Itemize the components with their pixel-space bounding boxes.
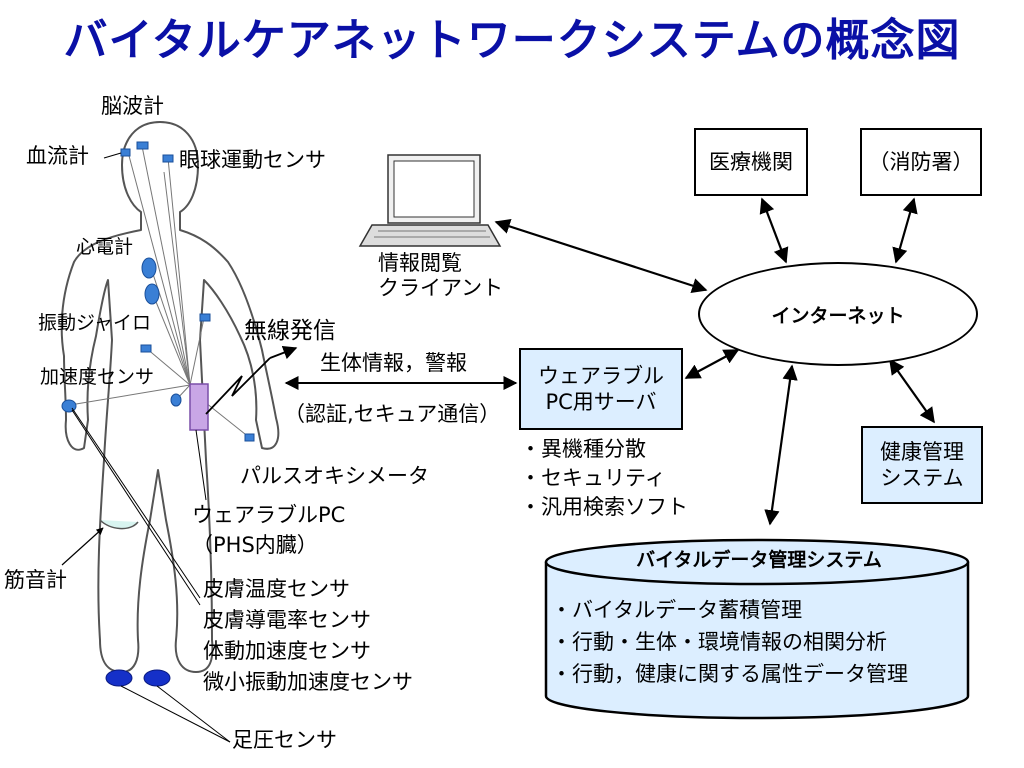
skin-sensors-list: 皮膚温度センサ 皮膚導電率センサ 体動加速度センサ 微小振動加速度センサ xyxy=(203,574,413,698)
wireless-bolt xyxy=(205,357,271,415)
vital-info-label: 生体情報，警報 xyxy=(320,351,467,375)
eeg-sensor xyxy=(136,141,149,150)
health-label-line2: システム xyxy=(880,466,964,490)
vibration-gyro-sensor xyxy=(140,344,152,353)
server-label-line1: ウェアラブル xyxy=(538,363,664,388)
micro-vibration-accel-label: 微小振動加速度センサ xyxy=(203,670,413,694)
ecg-label: 心電計 xyxy=(76,236,134,258)
feature-heterogeneous: ・異機種分散 xyxy=(520,437,646,461)
ecg-sensor-1 xyxy=(141,257,157,279)
muscle-sound-band xyxy=(99,519,139,530)
blood-flow-sensor xyxy=(120,148,131,157)
client-label-line2: クライアント xyxy=(378,276,504,301)
fire-station-label: （消防署） xyxy=(868,149,974,174)
blood-flow-label: 血流計 xyxy=(26,144,89,168)
arm-sensor xyxy=(199,313,211,322)
mmg-arrow xyxy=(61,527,104,566)
medical-institution-label: 医療機関 xyxy=(709,149,793,174)
laptop-icon xyxy=(358,154,502,247)
vibration-gyro-label: 振動ジャイロ xyxy=(38,312,152,334)
feature-security: ・セキュリティ xyxy=(520,466,666,490)
server-features-list: ・異機種分散 ・セキュリティ ・汎用検索ソフト xyxy=(520,435,688,522)
sensor-wires xyxy=(69,145,251,439)
auth-label: （認証,セキュア通信） xyxy=(284,402,501,426)
leader-lines xyxy=(71,152,231,743)
wearable-pc-device xyxy=(189,383,209,431)
wireless-label: 無線発信 xyxy=(244,318,336,344)
wearable-server-box: ウェアラブル PC用サーバ xyxy=(519,348,683,430)
eye-movement-sensor xyxy=(162,154,174,163)
internet-label: インターネット xyxy=(771,304,905,327)
database-cylinder xyxy=(544,538,970,720)
foot-pressure-label: 足圧センサ xyxy=(232,728,337,752)
feature-search-software: ・汎用検索ソフト xyxy=(520,495,688,519)
skin-conductance-label: 皮膚導電率センサ xyxy=(203,608,371,632)
client-label-line1: 情報閲覧 xyxy=(378,251,462,275)
wearable-pc-label: ウェアラブルPC xyxy=(192,503,346,527)
foot-pressure-right xyxy=(143,669,171,687)
accelerometer-label: 加速度センサ xyxy=(40,366,155,388)
internet-ellipse: インターネット xyxy=(698,262,978,366)
medical-institution-box: 医療機関 xyxy=(694,128,808,196)
skin-temp-label: 皮膚温度センサ xyxy=(203,577,350,601)
health-label-line1: 健康管理 xyxy=(880,439,964,464)
db-item-accumulation: ・バイタルデータ蓄積管理 xyxy=(551,598,803,622)
body-motion-accel-label: 体動加速度センサ xyxy=(203,639,371,663)
pulse-oximeter-label: パルスオキシメータ xyxy=(240,464,429,488)
db-item-attribute: ・行動，健康に関する属性データ管理 xyxy=(551,662,908,686)
eye-movement-label: 眼球運動センサ xyxy=(179,148,326,172)
phs-builtin-label: （PHS内臓） xyxy=(192,533,318,557)
health-management-box: 健康管理 システム xyxy=(861,426,983,504)
db-title: バイタルデータ管理システム xyxy=(636,549,882,571)
db-item-correlation: ・行動・生体・環境情報の相関分析 xyxy=(551,630,887,654)
fire-station-box: （消防署） xyxy=(860,128,982,196)
eeg-label: 脳波計 xyxy=(101,94,164,118)
human-body-outline xyxy=(60,121,280,673)
server-label-line2: PC用サーバ xyxy=(545,390,657,414)
waist-sensor xyxy=(170,393,182,407)
network-arrows xyxy=(494,197,935,526)
pulse-oximeter-sensor xyxy=(244,433,255,442)
client-label: 情報閲覧 クライアント xyxy=(378,251,503,301)
sensor-dots xyxy=(61,141,255,442)
page-title: バイタルケアネットワークシステムの概念図 xyxy=(63,15,961,66)
mmg-label: 筋音計 xyxy=(4,568,67,592)
ecg-sensor-2 xyxy=(144,283,160,305)
db-items-list: ・バイタルデータ蓄積管理 ・行動・生体・環境情報の相関分析 ・行動，健康に関する… xyxy=(551,594,908,690)
wireless-arrow xyxy=(269,345,298,360)
foot-pressure-left xyxy=(105,669,133,687)
